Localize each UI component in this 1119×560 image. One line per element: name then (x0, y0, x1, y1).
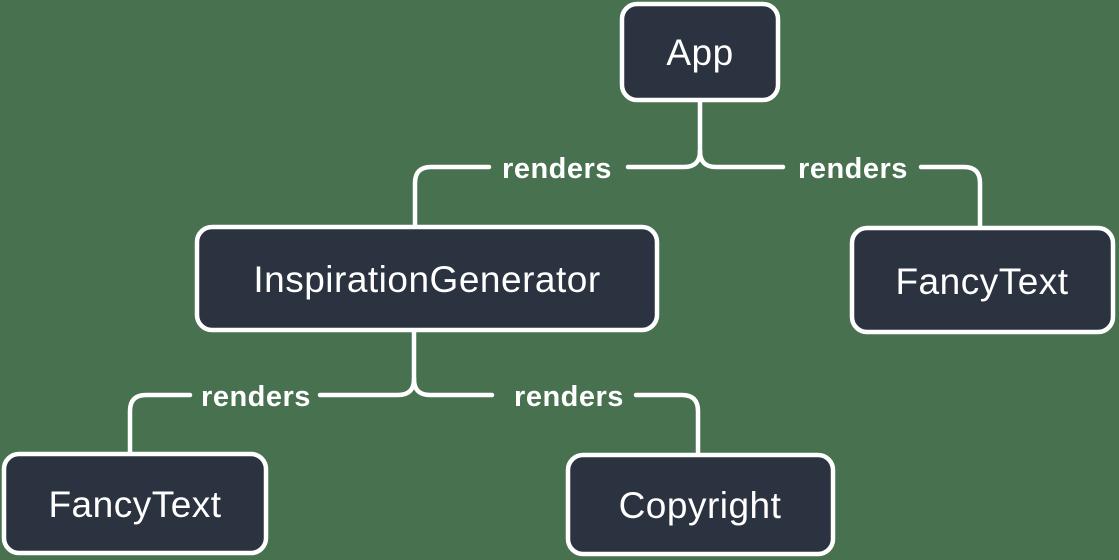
edge-lines (127, 97, 983, 457)
node-inspiration-generator: InspirationGenerator (194, 224, 660, 333)
node-copyright: Copyright (565, 452, 836, 557)
node-copyright-box (565, 452, 836, 557)
node-app: App (619, 1, 781, 103)
edge-label-app-inspirationgenerator: renders (502, 153, 612, 185)
edge-app-to-fancytext-top (697, 148, 983, 230)
edge-label-inspirationgenerator-copyright: renders (514, 381, 624, 413)
node-fancy-text-bottom: FancyText (1, 451, 269, 556)
edge-label-app-fancytext-top: renders (798, 153, 908, 185)
node-fancy-text-bottom-box (1, 451, 269, 556)
node-fancy-text-bottom-label: FancyText (48, 484, 221, 525)
node-inspiration-generator-box (194, 224, 660, 333)
node-fancy-text-top-label: FancyText (895, 261, 1068, 302)
edge-labels: renders renders renders renders (201, 153, 908, 413)
node-app-label: App (666, 32, 733, 73)
node-copyright-label: Copyright (619, 485, 782, 526)
node-fancy-text-top-box (849, 225, 1116, 335)
node-app-box (619, 1, 781, 103)
edge-label-inspirationgenerator-fancytext-bottom: renders (201, 381, 311, 413)
node-fancy-text-top: FancyText (849, 225, 1116, 335)
edge-inspirationgenerator-to-copyright (411, 376, 701, 457)
node-inspiration-generator-label: InspirationGenerator (253, 259, 600, 300)
